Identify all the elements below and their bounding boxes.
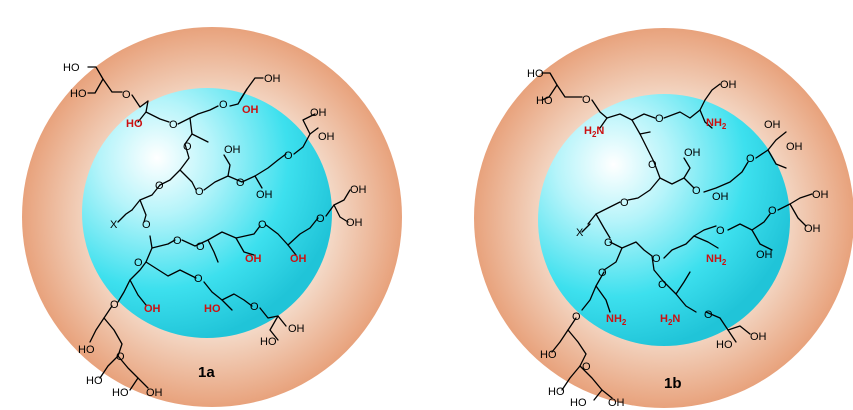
oxygen-label: O — [648, 159, 657, 171]
oxygen-label: O — [746, 153, 755, 165]
hydroxyl-label: OH — [310, 107, 327, 119]
oxygen-label: O — [284, 150, 293, 162]
amine-highlight: NH2 — [706, 117, 727, 131]
hydroxyl-label: OH — [812, 189, 829, 201]
molecule-label-1b: 1b — [664, 375, 682, 392]
oxygen-label: O — [236, 177, 245, 189]
oxygen-label: O — [183, 141, 192, 153]
oxygen-label: O — [604, 237, 613, 249]
hydroxyl-highlight: OH — [290, 253, 307, 265]
hydroxyl-label: OH — [146, 387, 163, 399]
hydroxyl-label: OH — [684, 147, 701, 159]
hydroxyl-label: OH — [764, 119, 781, 131]
oxygen-label: O — [572, 311, 581, 323]
oxygen-label: O — [716, 225, 725, 237]
hydroxyl-label: HO — [70, 88, 87, 100]
svg-text:NH2: NH2 — [706, 253, 727, 267]
molecule-label-1a: 1a — [198, 364, 215, 381]
hydroxyl-label: HO — [570, 397, 587, 409]
hydroxyl-label: OH — [712, 191, 729, 203]
hydroxyl-label: OH — [288, 323, 305, 335]
oxygen-label: O — [258, 219, 267, 231]
dendrimer-1b: HO HO O H2N O OH NH2 O OH O OH O OH OH O… — [474, 28, 853, 409]
oxygen-label: O — [704, 309, 713, 321]
amine-highlight: H2N — [584, 125, 604, 139]
oxygen-label: O — [582, 361, 591, 373]
oxygen-label: O — [316, 213, 325, 225]
core-1a — [82, 88, 332, 338]
oxygen-label: O — [655, 113, 664, 125]
hydroxyl-label: HO — [527, 68, 544, 80]
atom-labels-1b: HO HO O H2N O OH NH2 O OH O OH O OH OH O… — [527, 68, 829, 409]
hydroxyl-label: OH — [786, 141, 803, 153]
oxygen-label: O — [195, 186, 204, 198]
oxygen-label: O — [142, 219, 151, 231]
hydroxyl-label: HO — [63, 62, 80, 74]
skeleton-1a — [87, 66, 351, 391]
amine-highlight: NH2 — [606, 313, 627, 327]
oxygen-label: O — [652, 253, 661, 265]
hydroxyl-label: HO — [716, 339, 733, 351]
hydroxyl-label: HO — [540, 349, 557, 361]
hydroxyl-label: OH — [720, 79, 737, 91]
svg-text:NH2: NH2 — [706, 117, 727, 131]
oxygen-label: O — [768, 205, 777, 217]
amine-highlight: NH2 — [706, 253, 727, 267]
oxygen-label: O — [155, 180, 164, 192]
hydroxyl-label: HO — [86, 375, 103, 387]
hydroxyl-highlight: OH — [242, 104, 259, 116]
oxygen-label: O — [250, 301, 259, 313]
oxygen-label: O — [582, 94, 591, 106]
oxygen-label: O — [598, 267, 607, 279]
hydroxyl-label: OH — [318, 131, 335, 143]
oxygen-label: O — [219, 99, 228, 111]
oxygen-label: O — [194, 273, 203, 285]
hydroxyl-label: OH — [346, 217, 363, 229]
hydroxyl-highlight: HO — [204, 303, 221, 315]
svg-text:H2N: H2N — [584, 125, 604, 139]
svg-text:H2N: H2N — [660, 313, 680, 327]
hydroxyl-label: HO — [112, 387, 129, 399]
hydroxyl-label: OH — [750, 331, 767, 343]
hydroxyl-highlight: HO — [126, 118, 143, 130]
hydroxyl-label: OH — [350, 184, 367, 196]
core-1b — [538, 94, 790, 346]
svg-text:NH2: NH2 — [606, 313, 627, 327]
hydroxyl-label: OH — [224, 144, 241, 156]
hydroxyl-label: HO — [260, 336, 277, 348]
oxygen-label: O — [658, 279, 667, 291]
atom-labels-1a: HO HO O HO OH OH O O O OH OH OH O O O O … — [63, 62, 367, 399]
hydroxyl-label: OH — [804, 223, 821, 235]
hydroxyl-label: OH — [264, 73, 281, 85]
substituent-x: X — [576, 227, 584, 239]
hydroxyl-label: OH — [608, 397, 625, 409]
skeleton-1b — [541, 72, 813, 401]
oxygen-label: O — [173, 235, 182, 247]
hydroxyl-label: OH — [756, 249, 773, 261]
hydroxyl-highlight: OH — [144, 303, 161, 315]
hydroxyl-label: HO — [78, 344, 95, 356]
oxygen-label: O — [692, 185, 701, 197]
oxygen-label: O — [122, 89, 131, 101]
hydroxyl-label: OH — [256, 189, 273, 201]
oxygen-label: O — [620, 197, 629, 209]
oxygen-label: O — [169, 119, 178, 131]
oxygen-label: O — [134, 257, 143, 269]
oxygen-label: O — [196, 241, 205, 253]
substituent-x: X — [110, 219, 118, 231]
hydroxyl-label: HO — [536, 95, 553, 107]
amine-highlight: H2N — [660, 313, 680, 327]
dendrimer-1a: HO HO O HO OH OH O O O OH OH OH O O O O … — [22, 27, 402, 407]
oxygen-label: O — [116, 351, 125, 363]
hydroxyl-highlight: OH — [245, 253, 262, 265]
hydroxyl-label: HO — [548, 386, 565, 398]
oxygen-label: O — [110, 299, 119, 311]
